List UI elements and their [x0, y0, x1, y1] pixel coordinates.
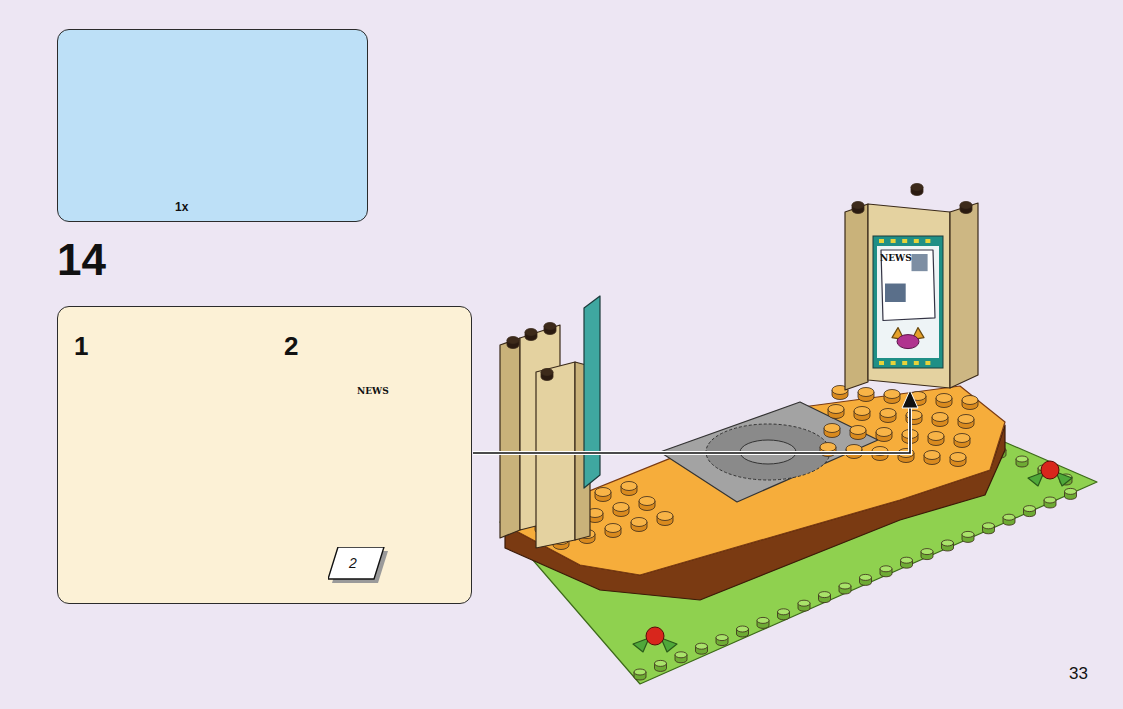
stud	[936, 394, 952, 403]
stud	[507, 337, 519, 344]
stud	[657, 512, 673, 521]
flower	[646, 627, 664, 645]
substep-number: 2	[284, 333, 298, 359]
stud	[932, 413, 948, 422]
stud	[1024, 506, 1036, 512]
stud	[858, 388, 874, 397]
stud	[544, 323, 556, 330]
stud	[911, 184, 923, 191]
stud	[1016, 456, 1028, 462]
stud	[852, 202, 864, 209]
poster-dot	[902, 361, 907, 365]
stud	[950, 453, 966, 462]
poster-dot	[925, 239, 930, 243]
stud	[901, 557, 913, 563]
stud	[928, 432, 944, 441]
sticker-shape	[328, 547, 388, 583]
stud	[942, 540, 954, 546]
stud	[595, 488, 611, 497]
stud	[737, 626, 749, 632]
stud	[839, 583, 851, 589]
stud	[634, 669, 646, 675]
stud	[716, 635, 728, 641]
stud	[962, 396, 978, 405]
stud	[541, 369, 553, 376]
wall-face	[868, 204, 950, 388]
stud	[854, 407, 870, 416]
stud	[860, 574, 872, 580]
poster-dot	[879, 361, 884, 365]
page-number: 33	[1069, 665, 1088, 682]
stud	[798, 600, 810, 606]
poster-frame	[873, 236, 943, 368]
poster-dot	[925, 361, 930, 365]
wall-side	[500, 338, 520, 538]
parts-panel: 1x	[57, 29, 368, 222]
sticker	[328, 547, 384, 579]
poster-dot	[891, 239, 896, 243]
stud	[850, 426, 866, 435]
stud	[1065, 488, 1077, 494]
poster-dot	[879, 239, 884, 243]
wall-side	[845, 204, 868, 390]
substep-panel: 2 1 2	[57, 306, 472, 604]
stud	[1044, 497, 1056, 503]
leader-line	[473, 406, 910, 453]
substep-number: 1	[74, 333, 88, 359]
stud	[820, 443, 836, 452]
poster-text: NEWS	[880, 254, 912, 263]
part-count: 1x	[175, 201, 188, 213]
stud	[1003, 514, 1015, 520]
stud	[525, 329, 537, 336]
poster-dot	[902, 239, 907, 243]
arrow-head	[902, 390, 918, 408]
stud	[876, 428, 892, 437]
stud	[621, 482, 637, 491]
flower	[1041, 461, 1059, 479]
stud	[983, 523, 995, 529]
newspaper-photo	[912, 254, 928, 271]
stud	[880, 409, 896, 418]
model	[500, 184, 1097, 685]
stud	[778, 609, 790, 615]
stud	[605, 524, 621, 533]
stud	[675, 652, 687, 658]
stud	[880, 566, 892, 572]
flower	[897, 335, 919, 349]
wall-side	[950, 203, 978, 388]
poster-text: NEWS	[357, 387, 389, 396]
poster-dot	[891, 361, 896, 365]
stud	[962, 531, 974, 537]
stud	[954, 434, 970, 443]
stud	[828, 405, 844, 414]
stud	[960, 202, 972, 209]
step-number: 14	[57, 238, 106, 282]
stud	[819, 592, 831, 598]
stud	[824, 424, 840, 433]
stud	[631, 518, 647, 527]
sticker-callout: 2	[328, 547, 388, 583]
poster-dot	[914, 361, 919, 365]
stud	[921, 549, 933, 555]
stud	[757, 617, 769, 623]
leader-line	[473, 406, 910, 453]
stud	[613, 503, 629, 512]
poster-ground	[877, 246, 939, 358]
newspaper	[881, 250, 935, 320]
stud	[696, 643, 708, 649]
stud	[655, 660, 667, 666]
stud	[924, 451, 940, 460]
stud	[958, 415, 974, 424]
picture-frame	[584, 296, 600, 488]
newspaper-photo	[885, 284, 906, 302]
stud	[884, 390, 900, 399]
poster-dot	[914, 239, 919, 243]
stud	[639, 497, 655, 506]
sticker-number: 2	[349, 556, 357, 570]
